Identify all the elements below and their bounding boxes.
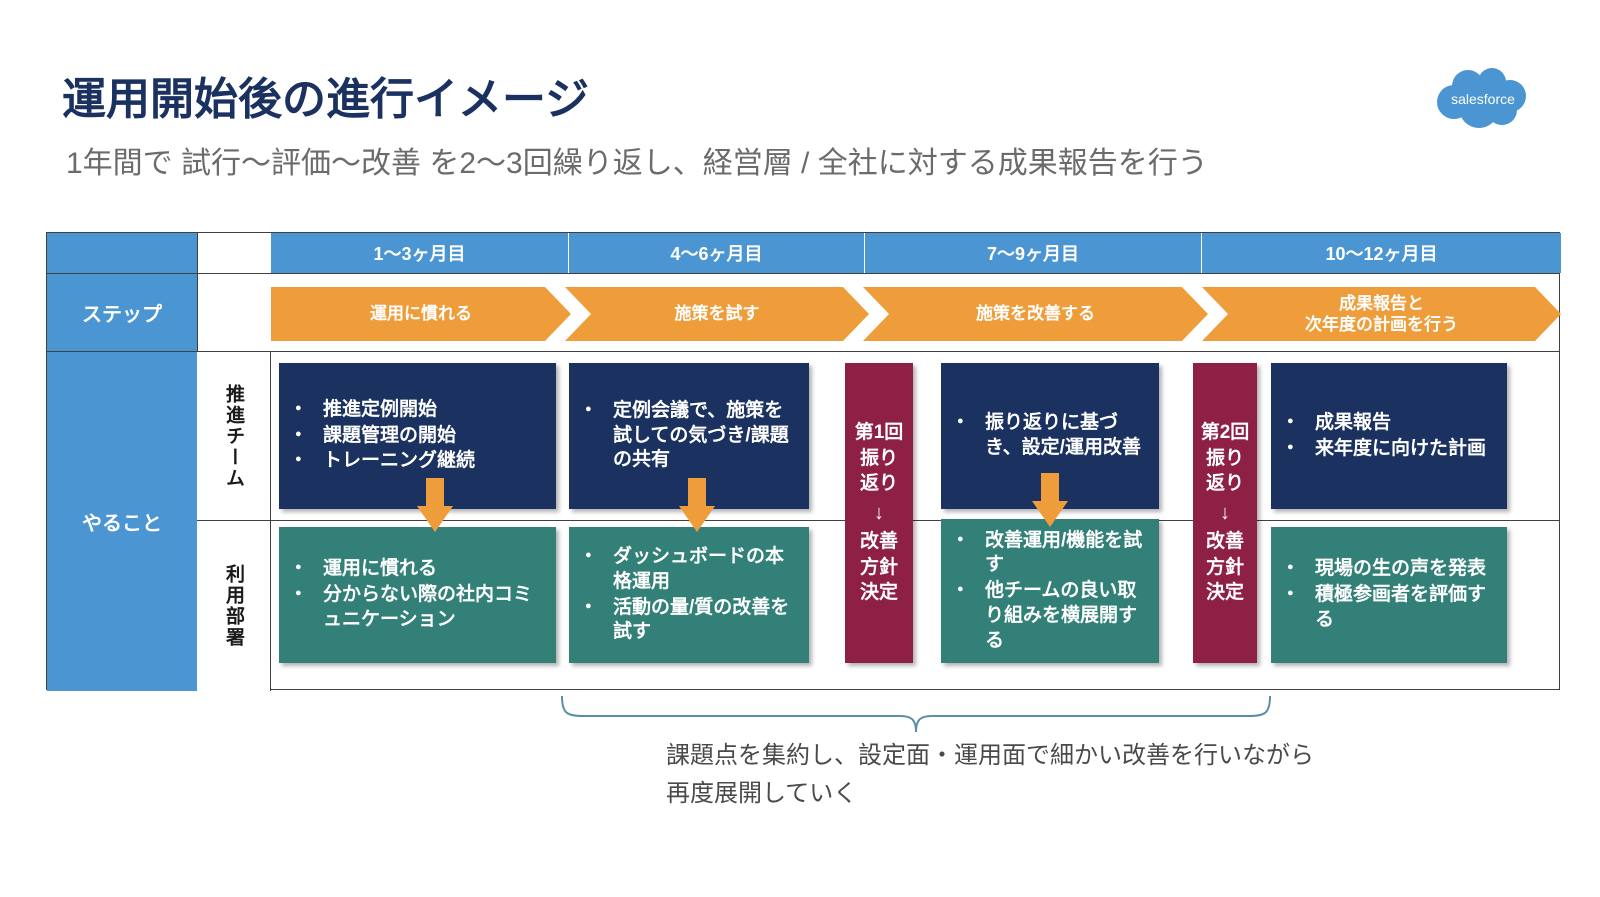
- team-box-4[interactable]: 成果報告 来年度に向けた計画: [1271, 363, 1507, 509]
- row-label-step[interactable]: ステップ: [47, 274, 197, 351]
- review-box-2[interactable]: 第2回 振り 返り ↓ 改善 方針 決定: [1193, 363, 1257, 663]
- list-item: 活動の量/質の改善を試す: [583, 596, 801, 645]
- svg-text:salesforce: salesforce: [1451, 91, 1515, 107]
- row-sublabel-dept-text: 利用部署: [223, 564, 244, 648]
- review-title-line: 第2回: [1200, 422, 1250, 444]
- team-box-1[interactable]: 推進定例開始 課題管理の開始 トレーニング継続: [279, 363, 556, 509]
- list-item: 来年度に向けた計画: [1285, 437, 1499, 462]
- review-result-line: 改善: [1205, 531, 1244, 552]
- row-sublabel-dept[interactable]: 利用部署: [197, 521, 270, 691]
- iteration-note-line-1: 課題点を集約し、設定面・運用面で細かい改善を行いながら: [666, 742, 1314, 769]
- row-label-todo-text: やること: [82, 513, 162, 535]
- iteration-note: 課題点を集約し、設定面・運用面で細かい改善を行いながら 再度展開していく: [666, 737, 1314, 814]
- iteration-note-line-2: 再度展開していく: [666, 780, 858, 808]
- corner-cell: [47, 233, 197, 273]
- salesforce-logo: salesforce: [1424, 64, 1542, 134]
- list-item: 定例会議で、施策を試しての気づき/課題の共有: [583, 399, 801, 473]
- list-item: 分からない際の社内コミュニケーション: [293, 583, 548, 632]
- list-item: トレーニング継続: [293, 449, 548, 474]
- dept-box-1[interactable]: 運用に慣れる 分からない際の社内コミュニケーション: [279, 527, 556, 663]
- page-subtitle: 1年間で 試行〜評価〜改善 を2〜3回繰り返し、経営層 / 全社に対する成果報告…: [66, 147, 1208, 180]
- row-sublabel-team[interactable]: 推進チーム: [197, 352, 270, 520]
- connector-arrow-2-icon: [679, 478, 715, 532]
- list-item: 成果報告: [1285, 411, 1499, 436]
- iteration-brace-icon: [556, 692, 1276, 741]
- dept-box-2[interactable]: ダッシュボードの本格運用 活動の量/質の改善を試す: [569, 527, 809, 663]
- month-header-1[interactable]: 1〜3ヶ月目: [271, 233, 569, 273]
- list-item: 他チームの良い取り組みを横展開する: [955, 579, 1151, 653]
- list-item: 運用に慣れる: [293, 557, 548, 582]
- review-result-line: 方針: [1205, 556, 1244, 578]
- review-result-line: 改善: [859, 531, 898, 552]
- list-item: 積極参画者を評価する: [1285, 583, 1499, 632]
- step-arrow-4[interactable]: 成果報告と 次年度の計画を行う: [1202, 287, 1561, 341]
- list-item: 改善運用/機能を試す: [955, 529, 1151, 578]
- review-result-line: 方針: [859, 556, 898, 578]
- down-arrow-icon: ↓: [874, 502, 884, 524]
- row-sublabel-team-text: 推進チーム: [223, 383, 244, 489]
- review-result-line: 決定: [1205, 582, 1244, 604]
- page-title: 運用開始後の進行イメージ: [62, 75, 590, 124]
- review-title-line: 振り: [1205, 447, 1244, 469]
- step-arrow-2[interactable]: 施策を試す: [565, 287, 869, 341]
- divider-after-month-header: [47, 273, 1559, 274]
- list-item: 振り返りに基づき、設定/運用改善: [955, 411, 1151, 460]
- connector-arrow-1-icon: [417, 478, 453, 532]
- month-header-3[interactable]: 7〜9ヶ月目: [865, 233, 1202, 273]
- divider-sublabel-column: [270, 351, 271, 691]
- divider-after-step-row: [47, 351, 1559, 352]
- review-title-line: 返り: [859, 473, 898, 495]
- roadmap-matrix: ステップ やること 推進チーム 利用部署 1〜3ヶ月目 4〜6ヶ月目 7〜9ヶ月…: [46, 232, 1561, 691]
- dept-box-3[interactable]: 改善運用/機能を試す 他チームの良い取り組みを横展開する: [941, 519, 1159, 663]
- review-title-line: 振り: [859, 447, 898, 469]
- step-arrow-1[interactable]: 運用に慣れる: [271, 287, 571, 341]
- month-header-4[interactable]: 10〜12ヶ月目: [1202, 233, 1561, 273]
- row-label-step-text: ステップ: [82, 304, 162, 326]
- step-arrow-3[interactable]: 施策を改善する: [863, 287, 1208, 341]
- row-label-todo[interactable]: やること: [47, 352, 197, 691]
- review-title-line: 返り: [1205, 473, 1244, 495]
- dept-box-4[interactable]: 現場の生の声を発表 積極参画者を評価する: [1271, 527, 1507, 663]
- review-title-line: 第1回: [854, 422, 904, 444]
- list-item: 課題管理の開始: [293, 424, 548, 449]
- review-box-1[interactable]: 第1回 振り 返り ↓ 改善 方針 決定: [845, 363, 913, 663]
- connector-arrow-3-icon: [1032, 473, 1068, 527]
- divider-between-team-and-dept: [47, 520, 1559, 521]
- list-item: 推進定例開始: [293, 398, 548, 423]
- list-item: ダッシュボードの本格運用: [583, 545, 801, 594]
- month-header-2[interactable]: 4〜6ヶ月目: [569, 233, 865, 273]
- review-result-line: 決定: [859, 582, 898, 604]
- down-arrow-icon: ↓: [1220, 502, 1230, 524]
- list-item: 現場の生の声を発表: [1285, 557, 1499, 582]
